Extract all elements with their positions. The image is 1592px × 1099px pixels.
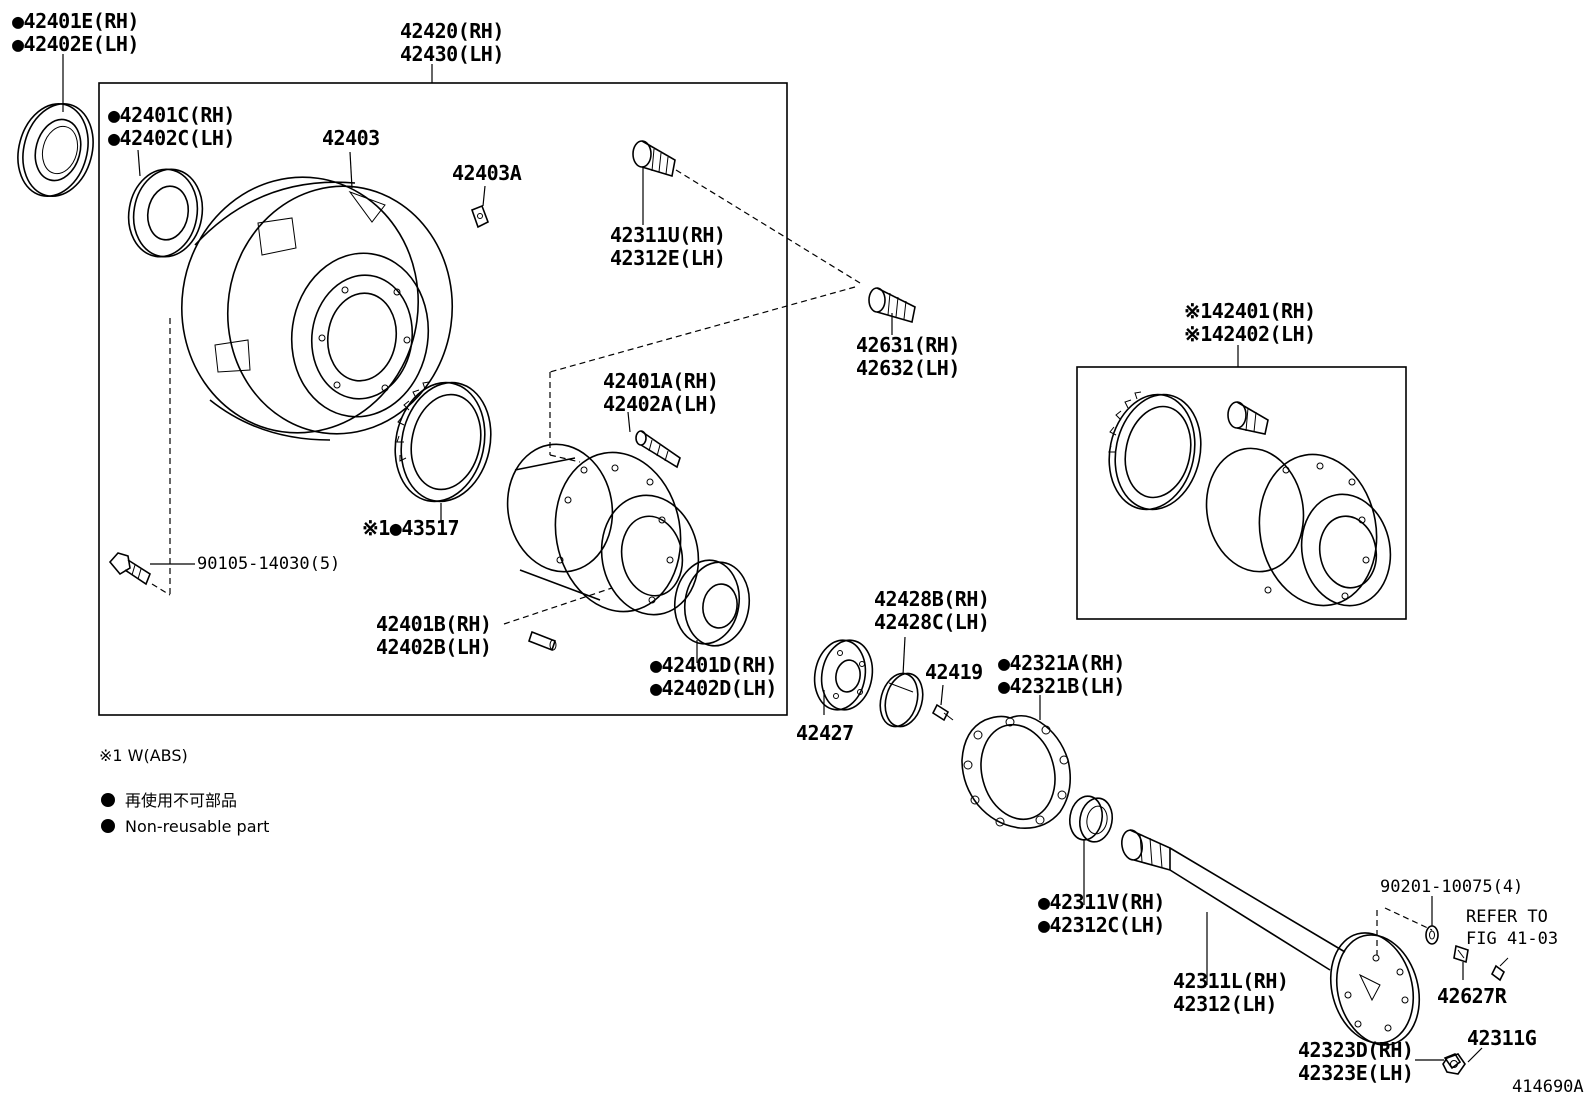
legend-non-reusable-en: Non-reusable part (125, 817, 269, 836)
label-seal-v-rh: ●42311V(RH) (1038, 890, 1165, 914)
flange-plate (813, 639, 874, 711)
hub-bolt (108, 552, 151, 586)
label-refer-line1: REFER TO (1466, 907, 1548, 927)
legend-dot-icon (101, 793, 115, 807)
label-flange: 42427 (796, 721, 854, 745)
hub-assembly-box (98, 82, 788, 716)
label-seal-outer-rh: ●42401E(RH) (12, 9, 139, 33)
retainer-plate (879, 672, 924, 728)
axle-hub (506, 443, 700, 616)
label-retainer-lh: 42428C(LH) (874, 610, 989, 634)
label-seal-c-lh: ●42312C(LH) (1038, 913, 1165, 937)
label-shaft-rh: 42311L(RH) (1173, 969, 1288, 993)
label-hub-abs-rh: ※142401(RH) (1184, 299, 1316, 323)
label-stud2-lh: 42632(LH) (856, 356, 960, 380)
label-rotor-ring: ※1●43517 (362, 516, 459, 540)
label-hub-assy-rh: 42420(RH) (400, 19, 504, 43)
label-retainer-rh: 42428B(RH) (874, 587, 989, 611)
label-shaft-lh: 42312(LH) (1173, 992, 1277, 1016)
oil-seal-v (1068, 795, 1114, 843)
label-nut-e-lh: 42323E(LH) (1298, 1061, 1413, 1085)
label-refer-line2: FIG 41-03 (1466, 929, 1558, 949)
bearing-c (127, 168, 204, 258)
label-drum: 42403 (322, 126, 380, 150)
screw (931, 703, 954, 722)
label-pin-b-lh: 42402B(LH) (376, 635, 491, 659)
label-stud2-rh: 42631(RH) (856, 333, 960, 357)
label-hub-abs-lh: ※142402(LH) (1184, 322, 1316, 346)
legend-dot-icon-2 (101, 819, 115, 833)
label-bolt: 90105-14030(5) (197, 554, 340, 574)
label-bearing-d-rh: ●42401D(RH) (650, 653, 777, 677)
label-gasket-rh: ●42321A(RH) (998, 651, 1125, 675)
pin-b (528, 630, 557, 652)
label-plug: 42627R (1437, 984, 1508, 1008)
label-nut: 42311G (1467, 1026, 1537, 1050)
hub-nut-small (1443, 1053, 1462, 1070)
label-bearing-c-rh: ●42401C(RH) (108, 103, 235, 127)
hub-stud-u (632, 140, 676, 178)
abs-hub-assembly (1108, 391, 1392, 607)
legend-non-reusable-jp: 再使用不可部品 (125, 791, 237, 810)
label-nut-d-rh: 42323D(RH) (1298, 1038, 1413, 1062)
brake-drum (180, 176, 454, 441)
label-stud-a-rh: 42401A(RH) (603, 369, 718, 393)
clip (470, 204, 490, 229)
label-seal-outer-lh: ●42402E(LH) (12, 32, 139, 56)
stud-a (635, 430, 681, 469)
bearing-d (673, 559, 751, 647)
hub-stud-2 (868, 287, 916, 324)
legend-abs-note: ※1 W(ABS) (99, 746, 188, 765)
label-hub-assy-lh: 42430(LH) (400, 42, 504, 66)
abs-hub-box (1076, 366, 1407, 620)
reference-bolt (1490, 957, 1509, 982)
oil-seal-outer (17, 102, 94, 198)
label-stud-u-rh: 42311U(RH) (610, 223, 725, 247)
axle-shaft (1121, 829, 1421, 1046)
label-stud-a-lh: 42402A(LH) (603, 392, 718, 416)
washer (1425, 925, 1439, 945)
label-bearing-c-lh: ●42402C(LH) (108, 126, 235, 150)
abs-rotor-ring (394, 381, 492, 503)
figure-id: 414690A (1512, 1077, 1584, 1097)
label-gasket-lh: ●42321B(LH) (998, 674, 1125, 698)
gear-gasket (961, 714, 1071, 829)
label-washer: 90201-10075(4) (1380, 877, 1523, 897)
label-stud-e-lh: 42312E(LH) (610, 246, 725, 270)
label-screw: 42419 (925, 660, 983, 684)
plug (1453, 944, 1469, 964)
label-pin-b-rh: 42401B(RH) (376, 612, 491, 636)
label-bearing-d-lh: ●42402D(LH) (650, 676, 777, 700)
label-clip: 42403A (452, 161, 522, 185)
